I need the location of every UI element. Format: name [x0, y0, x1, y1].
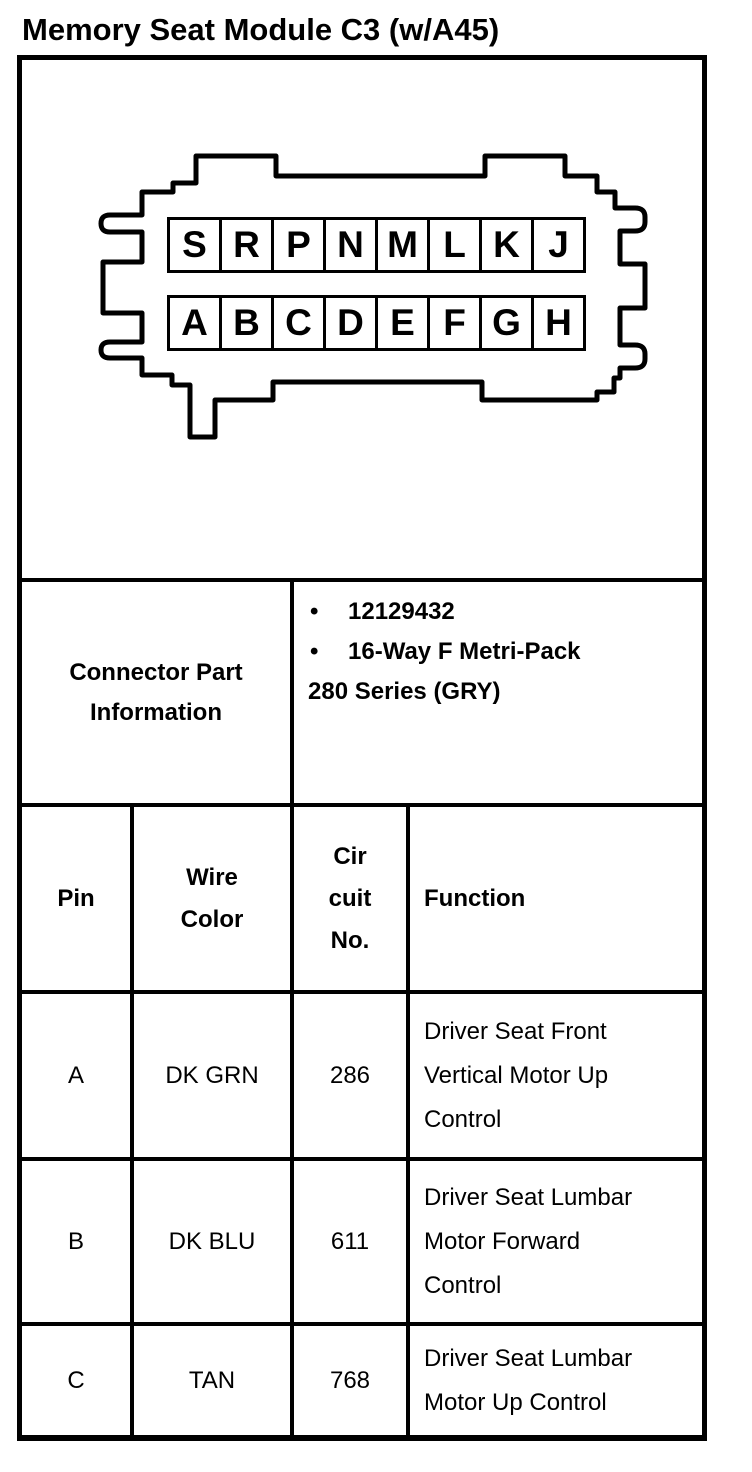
pin-cell-g: G	[479, 295, 534, 351]
table-row-pin-a: A DK GRN 286 Driver Seat Front Vertical …	[22, 990, 702, 1157]
pin-cell-p: P	[271, 217, 326, 273]
pin-function: Driver Seat Lumbar Motor Forward Control	[424, 1183, 633, 1299]
circuit-no: 286	[329, 1061, 371, 1089]
pin-function: Driver Seat Lumbar Motor Up Control	[424, 1344, 633, 1416]
pin-cell-f: F	[427, 295, 482, 351]
pin-cell-c: C	[271, 295, 326, 351]
part-number: 12129432	[348, 598, 455, 625]
wire-color: TAN	[188, 1366, 236, 1394]
pin-cell-n: N	[323, 217, 378, 273]
wire-color: DK BLU	[168, 1227, 256, 1255]
header-pin: Pin	[57, 884, 95, 912]
table-row-pin-b: B DK BLU 611 Driver Seat Lumbar Motor Fo…	[22, 1157, 702, 1322]
part-info-details: • 12129432 • 16-Way F Metri-Pack 280 Ser…	[294, 582, 702, 803]
pin-cell-r: R	[219, 217, 274, 273]
bullet-icon: •	[310, 638, 319, 665]
pin-cell-e: E	[375, 295, 430, 351]
header-function: Function	[424, 884, 526, 912]
table-row-pin-c: C TAN 768 Driver Seat Lumbar Motor Up Co…	[22, 1322, 702, 1435]
circuit-no: 611	[330, 1227, 370, 1255]
page-title: Memory Seat Module C3 (w/A45)	[22, 12, 500, 47]
header-wire-color: Wire Color	[180, 863, 244, 933]
pin-id: A	[67, 1061, 84, 1089]
pin-id: B	[67, 1227, 84, 1255]
pin-cell-m: M	[375, 217, 430, 273]
pin-function: Driver Seat Front Vertical Motor Up Cont…	[424, 1017, 609, 1133]
pin-cell-k: K	[479, 217, 534, 273]
pin-cell-l: L	[427, 217, 482, 273]
pin-cell-s: S	[167, 217, 222, 273]
part-info-line: • 16-Way F Metri-Pack	[308, 632, 696, 672]
part-info-label: Connector Part Information	[22, 582, 294, 803]
connector-type: 16-Way F Metri-Pack	[348, 638, 581, 665]
header-circuit-no: Cir cuit No.	[328, 842, 372, 954]
wire-color: DK GRN	[165, 1061, 259, 1089]
pin-cell-a: A	[167, 295, 222, 351]
circuit-no: 768	[329, 1366, 371, 1394]
pin-cell-b: B	[219, 295, 274, 351]
pin-cell-h: H	[531, 295, 586, 351]
part-info-line: 280 Series (GRY)	[308, 672, 696, 712]
bullet-icon: •	[310, 598, 319, 625]
pin-table-header-row: Pin Wire Color Cir cuit No. Function	[22, 803, 702, 990]
pin-id: C	[67, 1366, 85, 1394]
connector-series: 280 Series (GRY)	[308, 678, 501, 705]
part-info-line: • 12129432	[308, 592, 696, 632]
connector-part-info-section: Connector Part Information • 12129432 • …	[22, 578, 702, 803]
pin-cell-d: D	[323, 295, 378, 351]
pin-cell-j: J	[531, 217, 586, 273]
